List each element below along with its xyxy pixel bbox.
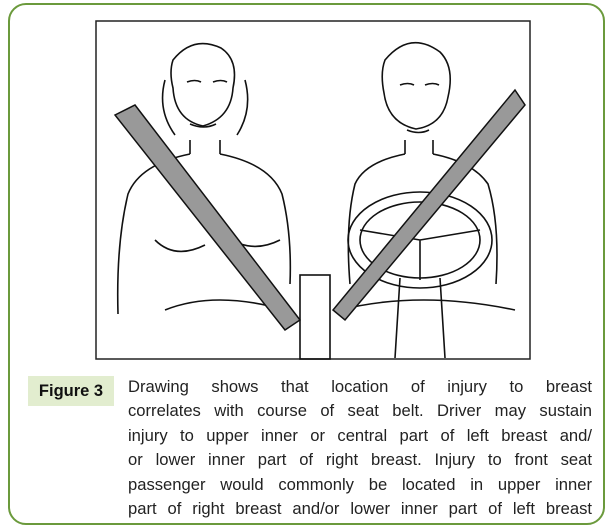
figure-caption: Drawing shows that location of injury to…: [128, 375, 592, 521]
caption-line: part of right breast and/or lower inner …: [128, 499, 592, 519]
figure-label: Figure 3: [28, 376, 114, 406]
caption-line: correlates with course of seat belt. Dri…: [128, 401, 592, 421]
seat-belt-drawing: [95, 20, 531, 360]
caption-line: Drawing shows that location of injury to…: [128, 377, 592, 396]
caption-line: or lower inner part of right breast. Inj…: [128, 450, 592, 470]
figure-frame: [8, 3, 605, 525]
caption-line: injury to upper inner or central part of…: [128, 425, 592, 445]
caption-line: passenger would commonly be located in u…: [128, 474, 592, 494]
